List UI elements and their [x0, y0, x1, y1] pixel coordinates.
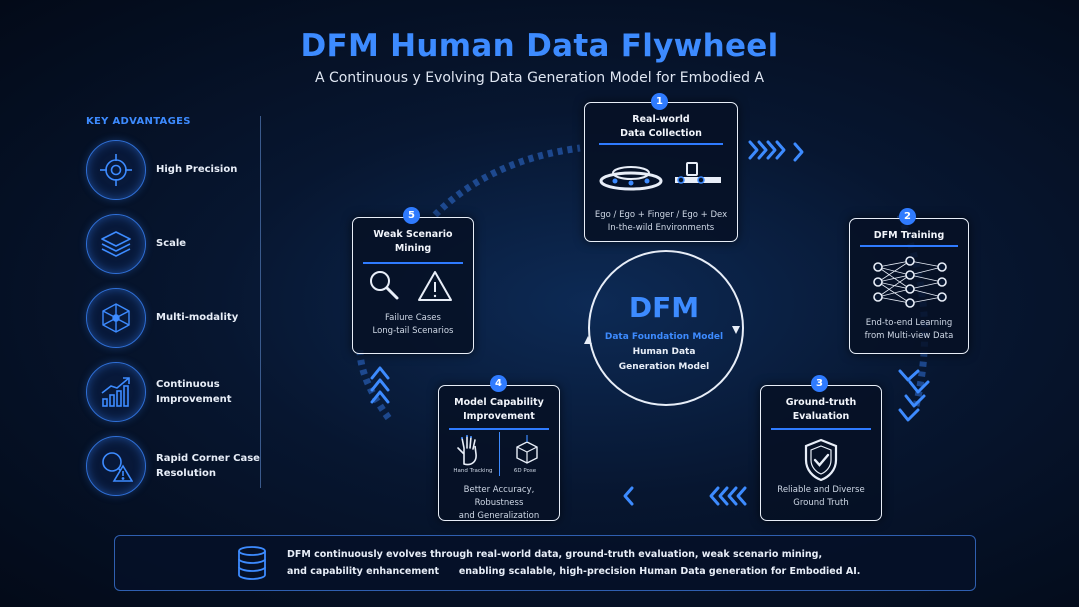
footer-text: and capability enhancement enabling scal…: [287, 566, 861, 577]
step-rule: [599, 143, 723, 145]
advantage-label: Rapid Corner Case Resolution: [156, 453, 260, 479]
step-title: Real-world Data Collection: [620, 114, 702, 139]
center-line: Generation Model: [618, 362, 710, 372]
key-advantages-heading: KEY ADVANTAGES: [86, 116, 191, 127]
center-ring: [588, 250, 744, 406]
step-card-4: Model Capability Improvement Hand Tracki…: [438, 385, 560, 521]
step-rule: [363, 262, 463, 264]
step-description: Reliable and Diverse Ground Truth: [777, 485, 865, 508]
sub-label: Hand Tracking: [453, 468, 493, 474]
step-title: Weak Scenario Mining: [373, 229, 453, 254]
step-card-3: Ground-truth Evaluation Reliable and Div…: [760, 385, 882, 521]
center-line: Human Data: [632, 347, 696, 357]
advantage-label: Scale: [156, 238, 187, 249]
cube-pose-icon: [516, 435, 538, 464]
advantage-continuous-improvement: Continuous Improvement: [86, 362, 256, 424]
step-card-2: DFM Training End-to-end Learning from Mu…: [849, 218, 969, 354]
sub-label: 6D Pose: [513, 468, 537, 474]
step-number: 3: [811, 375, 828, 392]
advantage-label: High Precision: [156, 164, 238, 175]
growth-chart-icon: [86, 362, 146, 422]
step-card-1: Real-world Data Collection Ego / Ego + F…: [584, 102, 738, 242]
database-icon: [238, 546, 266, 580]
magnifier-warning-icon: [370, 271, 452, 301]
sub-divider: [499, 432, 500, 476]
advantage-label: Continuous Improvement: [156, 379, 232, 405]
step-description: Better Accuracy, Robustness and Generali…: [458, 485, 540, 521]
footer-text: DFM continuously evolves through real-wo…: [287, 549, 823, 560]
target-icon: [86, 140, 146, 200]
ring-arrows-icon: [584, 326, 740, 344]
step-number: 4: [490, 375, 507, 392]
advantage-multi-modality: Multi-modality: [86, 288, 256, 350]
step-card-5: Weak Scenario Mining Failure Cases Long-…: [352, 217, 474, 354]
step-title: Model Capability Improvement: [454, 397, 544, 422]
step-number: 2: [899, 208, 916, 225]
step-number: 1: [651, 93, 668, 110]
advantage-scale: Scale: [86, 214, 256, 276]
step-rule: [449, 428, 549, 430]
section-divider: [260, 116, 261, 488]
network-cube-icon: [86, 288, 146, 348]
step-rule: [860, 245, 958, 247]
step-number: 5: [403, 207, 420, 224]
page-subtitle: A Continuous y Evolving Data Generation …: [314, 70, 765, 86]
step-description: Ego / Ego + Finger / Ego + Dex In-the-wi…: [594, 210, 728, 233]
hand-tracking-icon: [457, 435, 477, 466]
advantage-high-precision: High Precision: [86, 140, 256, 202]
step-rule: [771, 428, 871, 430]
shield-check-icon: [804, 438, 838, 482]
advantage-rapid-corner-case: Rapid Corner Case Resolution: [86, 436, 260, 498]
wearable-device-icon: [599, 162, 721, 191]
center-title: DFM: [628, 291, 700, 324]
advantage-label: Multi-modality: [156, 312, 239, 323]
neural-network-icon: [873, 256, 947, 308]
step-title: Ground-truth Evaluation: [785, 397, 857, 422]
center-subtitle: Data Foundation Model: [604, 332, 724, 342]
layers-icon: [86, 214, 146, 274]
search-warning-icon: [86, 436, 146, 496]
step-description: End-to-end Learning from Multi-view Data: [864, 318, 954, 341]
step-title: DFM Training: [873, 230, 945, 241]
step-description: Failure Cases Long-tail Scenarios: [372, 313, 454, 336]
page-title: DFM Human Data Flywheel: [300, 28, 779, 64]
